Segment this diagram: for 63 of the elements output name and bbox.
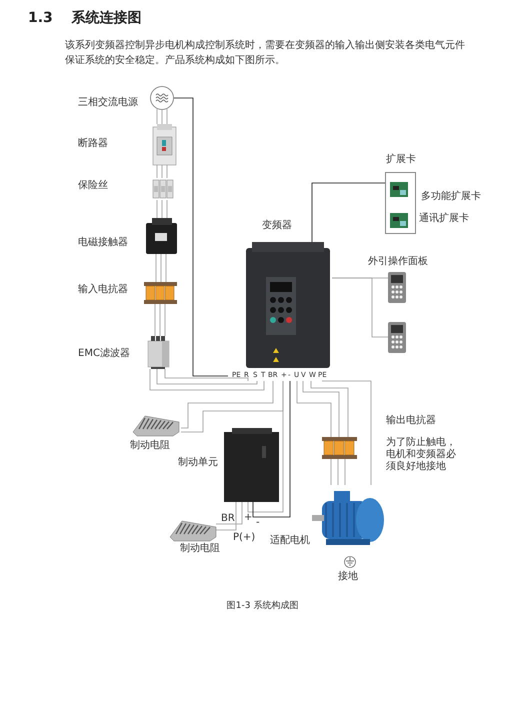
connection-line — [180, 380, 274, 428]
connection-line — [296, 380, 332, 438]
warning-note: 为了防止触电，电机和变频器必须良好地接地 — [386, 437, 457, 473]
connection-line — [166, 200, 168, 218]
connection-line — [332, 278, 388, 338]
box-heading: 扩展卡 — [386, 154, 416, 166]
component-label: 制动电阻 — [180, 543, 220, 555]
connection-line — [150, 368, 264, 390]
component-label: 制动单元 — [178, 457, 218, 469]
connection-line — [330, 458, 332, 486]
braking-unit-drawing — [224, 428, 279, 502]
keypad-drawing — [388, 272, 406, 303]
connection-line — [160, 254, 162, 282]
reactor-drawing — [144, 282, 177, 304]
circuit-breaker-drawing — [153, 124, 176, 165]
connection-line — [156, 164, 158, 178]
connection-line — [164, 368, 248, 382]
component-label: 三相交流电源 — [78, 97, 138, 109]
component-label: 多功能扩展卡 — [421, 191, 481, 203]
connection-line — [174, 98, 228, 376]
connection-line — [310, 380, 348, 438]
component-label: 制动电阻 — [130, 440, 170, 452]
intro-paragraph: 该系列变频器控制异步电机构成控制系统时，需要在变频器的输入输出侧安装各类电气元件保证系统的安全稳定。产品系统构成如下图所示。 — [65, 38, 466, 68]
connection-line — [166, 164, 168, 178]
component-label: 输出电抗器 — [386, 415, 436, 427]
component-label: 适配电机 — [270, 535, 310, 547]
connection-line — [344, 458, 346, 486]
connection-line — [164, 304, 166, 336]
component-label: 通讯扩展卡 — [419, 213, 469, 225]
component-label: 电磁接触器 — [78, 237, 128, 249]
keypad-drawing — [388, 322, 406, 353]
connection-line — [322, 380, 372, 486]
contactor-drawing — [146, 218, 177, 254]
emc-filter-drawing — [148, 336, 169, 369]
component-label: 变频器 — [262, 220, 292, 232]
fuse-drawing — [153, 178, 173, 200]
connection-line — [302, 380, 340, 438]
power-source-drawing — [150, 86, 174, 110]
panel-heading: 外引操作面板 — [368, 256, 428, 268]
component-label: 接地 — [338, 571, 358, 583]
connection-line — [156, 108, 158, 124]
terminal-label: BR — [221, 513, 235, 525]
expansion-card-drawing — [390, 180, 408, 199]
terminal-label: P(+) — [233, 532, 256, 544]
connection-line — [216, 502, 236, 530]
connection-line — [216, 502, 242, 524]
connection-line — [312, 182, 386, 242]
connection-line — [154, 304, 156, 336]
terminal-label: + — [244, 512, 252, 524]
section-heading: 1.3 系统连接图 — [28, 12, 142, 24]
connection-line — [252, 380, 290, 518]
component-label: 保险丝 — [78, 180, 108, 192]
terminal-label: - — [256, 517, 260, 529]
connection-line — [248, 380, 284, 512]
connection-line — [156, 200, 158, 218]
expansion-card-drawing — [390, 211, 408, 230]
component-label: 断路器 — [78, 138, 108, 150]
component-label: 输入电抗器 — [78, 284, 128, 296]
figure-caption: 图1-3 系统构成图 — [226, 600, 300, 612]
component-label: EMC滤波器 — [78, 348, 130, 360]
connection-line — [166, 108, 168, 124]
reactor-drawing — [322, 437, 357, 459]
connection-line — [156, 368, 258, 384]
